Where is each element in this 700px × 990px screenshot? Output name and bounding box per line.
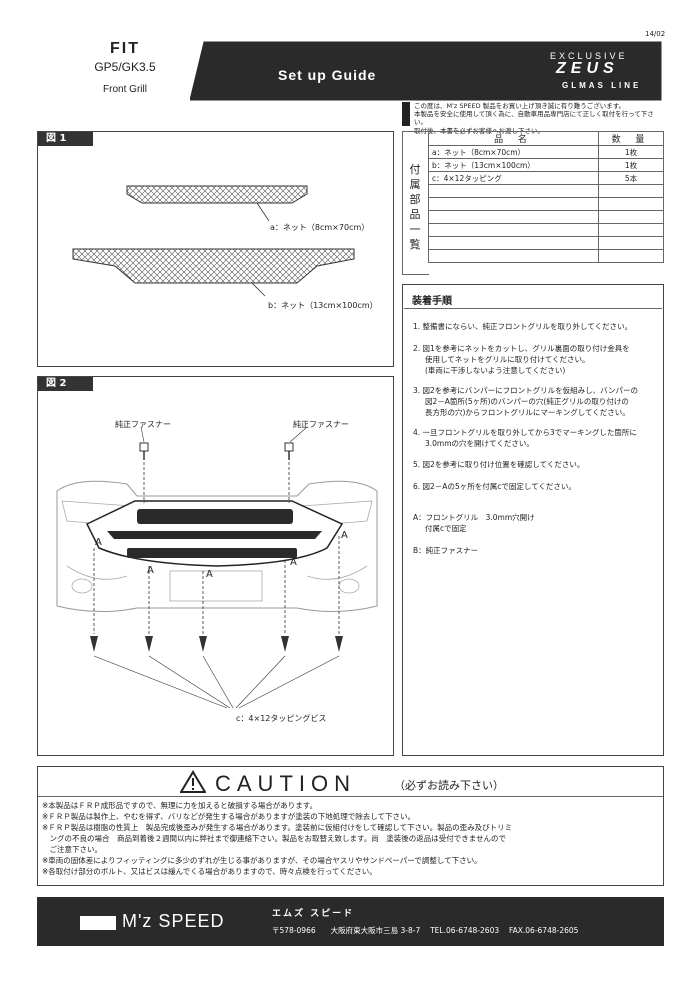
- caution-panel: [37, 766, 664, 886]
- fastener-left-label: 純正ファスナー: [115, 420, 171, 429]
- caution-line: ご注意下さい。: [42, 845, 102, 854]
- parts-table: 品 名 数 量 a：ネット（8cm×70cm）1枚 b：ネット（13cm×100…: [428, 131, 664, 263]
- brand-exclusive: EXCLUSIVE: [550, 51, 628, 61]
- table-row: [428, 184, 664, 198]
- figure-2-label: 図 2: [38, 377, 93, 391]
- notice-line: 取付後、本書を必ずお客様へお渡し下さい。: [414, 126, 544, 135]
- step-2: 使用してネットをグリルに取り付けてください。: [425, 355, 590, 364]
- company-name: エムズ スピード: [272, 909, 355, 919]
- model-name: FIT: [110, 40, 140, 57]
- caution-line: ※ＦＲＰ製品は樹脂の性質上 製品完成後歪みが発生する場合があります。塗装前に仮組…: [42, 823, 513, 832]
- notice-line: 本製品を安全に使用して頂く為に、自動車用品専門店にて正しく取付を行って下さい。: [414, 110, 654, 127]
- notice-marker: [402, 102, 410, 126]
- step-6: 6. 図2－Aの5ヶ所を付属cで固定してください。: [413, 482, 576, 491]
- screw-icon: [90, 636, 98, 652]
- screw-icon: [199, 636, 207, 652]
- net-b-shape: [72, 248, 355, 284]
- page-title: Set up Guide: [278, 67, 377, 83]
- table-row: [428, 197, 664, 211]
- table-row: [428, 249, 664, 263]
- mark-a-label: A: [147, 565, 154, 576]
- footer-bar: [37, 897, 664, 946]
- title-banner: [190, 41, 662, 101]
- net-a-label: a：ネット（8cm×70cm）: [270, 223, 370, 232]
- caution-line: ※本製品はＦＲＰ成形品ですので、無理に力を加えると破損する場合があります。: [42, 801, 318, 810]
- mark-a-label: A: [341, 530, 348, 541]
- bumper-diagram: [56, 426, 378, 709]
- logo-mark: [80, 916, 116, 930]
- caution-line: ※車両の固体差によりフィッティングに多少のずれが生じる事がありますが、その場合ヤ…: [42, 856, 482, 865]
- caution-line: ングの不良の場合 商品到着後２週間以内に弊社まで御連絡下さい。製品をお取替え致し…: [42, 834, 507, 843]
- grill-lower-opening: [127, 548, 297, 558]
- screw-icon: [281, 636, 289, 652]
- product-name: Front Grill: [103, 84, 147, 95]
- caution-title: CAUTION: [215, 771, 356, 796]
- brand-zeus: ZEUS: [556, 60, 619, 77]
- company-address: 〒578-0966 大阪府東大阪市三島 3-8-7 TEL.06-6748-26…: [272, 926, 579, 935]
- step-2: 2. 図1を参考にネットをカットし、グリル裏面の取り付け金具を: [413, 344, 630, 353]
- net-a-shape: [126, 185, 308, 204]
- steps-panel: [402, 284, 664, 756]
- table-row: [428, 236, 664, 250]
- table-header-row: 品 名 数 量: [428, 131, 664, 146]
- note-a: A：フロントグリル 3.0mm穴開け: [413, 513, 535, 522]
- table-row: a：ネット（8cm×70cm）1枚: [428, 145, 664, 159]
- company-logo: M'z SPEED: [122, 911, 225, 931]
- mark-a-label: A: [206, 569, 213, 580]
- brand-glmas-line: GLMAS LINE: [562, 81, 642, 90]
- table-row: b：ネット（13cm×100cm）1枚: [428, 158, 664, 172]
- net-diagrams: [72, 185, 355, 297]
- header-qty: 数 量: [598, 131, 664, 146]
- net-b-label: b：ネット（13cm×100cm）: [268, 301, 378, 310]
- mark-a-label: A: [95, 537, 102, 548]
- model-code: GP5/GK3.5: [94, 60, 156, 74]
- steps-title: 装着手順: [412, 296, 452, 307]
- step-3: 3. 図2を参考にバンパーにフロントグリルを仮組みし、バンパーの: [413, 386, 639, 395]
- figure-1-label: 図 1: [38, 132, 93, 146]
- notice-text: この度は、M'z SPEED 製品をお買い上げ頂き誠に有り難うございます。 本製…: [414, 102, 664, 135]
- grill-upper-opening: [137, 509, 293, 524]
- parts-side-cell: [402, 131, 429, 275]
- issue-date: 14/02: [645, 30, 666, 38]
- fastener-right-icon: [284, 442, 294, 460]
- step-5: 5. 図2を参考に取り付け位置を確認してください。: [413, 460, 585, 469]
- mark-a-label: A: [290, 557, 297, 568]
- caution-line: ※ＦＲＰ製品は製作上、やむを得ず、バリなどが発生する場合がありますが塗装の下地処…: [42, 812, 416, 821]
- parts-side-label: 付 属 部 品 一 覧: [409, 163, 421, 251]
- divider: [38, 796, 663, 797]
- header-name: 品 名: [428, 131, 599, 146]
- screw-icon: [145, 636, 153, 652]
- step-4: 4. 一旦フロントグリルを取り外してから3でマーキングした箇所に: [413, 428, 637, 437]
- step-4: 3.0mmの穴を開けてください。: [425, 439, 534, 448]
- warning-icon: [180, 770, 206, 793]
- table-row: [428, 210, 664, 224]
- screw-label: c：4×12タッピングビス: [236, 714, 327, 723]
- caution-line: ※各取付け部分のボルト、又はビスは緩んでくる場合がありますので、時々点検を行って…: [42, 867, 377, 876]
- fastener-left-icon: [139, 442, 149, 460]
- step-3: 図2－A箇所(5ヶ所)のバンパーの穴(純正グリルの取り付けの: [425, 397, 629, 406]
- step-3: 長方形の穴)からフロントグリルにマーキングしてください。: [425, 408, 630, 417]
- grill-middle-bar: [107, 531, 322, 539]
- table-row: [428, 223, 664, 237]
- divider: [404, 308, 662, 309]
- note-a: 付属cで固定: [425, 524, 467, 533]
- model-block: FIT GP5/GK3.5 Front Grill: [70, 40, 180, 95]
- step-2: (車両に干渉しないよう注意してください): [425, 366, 566, 375]
- fastener-right-label: 純正ファスナー: [293, 420, 349, 429]
- step-1: 1. 整備書にならい、純正フロントグリルを取り外してください。: [413, 322, 633, 331]
- caution-subtitle: （必ずお読み下さい）: [394, 779, 504, 792]
- note-b: B：純正ファスナー: [413, 546, 479, 555]
- notice-line: この度は、M'z SPEED 製品をお買い上げ頂き誠に有り難うございます。: [414, 102, 626, 110]
- screw-icon: [335, 636, 343, 652]
